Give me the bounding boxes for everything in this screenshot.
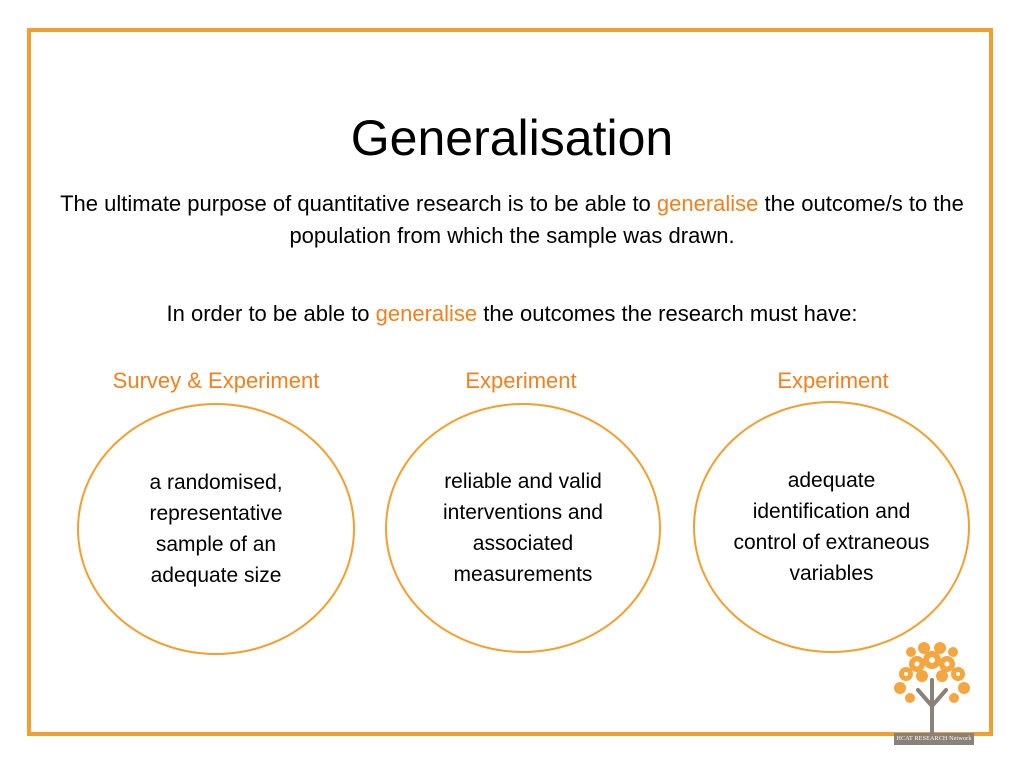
intro-highlight: generalise <box>656 191 759 216</box>
requirements-highlight: generalise <box>375 301 478 326</box>
requirements-text-start: In order to be able to <box>166 301 376 326</box>
intro-paragraph: The ultimate purpose of quantitative res… <box>60 188 964 252</box>
intro-text-start: The ultimate purpose of quantitative res… <box>60 191 657 216</box>
column-heading-1: Survey & Experiment <box>112 368 320 393</box>
tree-logo-icon <box>894 642 970 739</box>
slide-frame <box>27 28 993 736</box>
requirement-oval-3: adequate identification and control of e… <box>693 401 970 653</box>
requirement-text-3: adequate identification and control of e… <box>733 469 930 585</box>
column-heading-3: Experiment <box>777 368 889 393</box>
slide-title: Generalisation <box>350 110 674 166</box>
requirement-text-2: reliable and valid interventions and ass… <box>443 470 603 586</box>
column-heading-2: Experiment <box>465 368 577 393</box>
logo-caption: HCAT RESEARCH Network <box>894 733 974 745</box>
requirement-oval-1: a randomised, representative sample of a… <box>77 403 355 655</box>
requirement-text-1: a randomised, representative sample of a… <box>149 471 283 587</box>
intro-text-end: the outcome/s to the population from whi… <box>289 191 964 248</box>
requirements-text-end: the outcomes the research must have: <box>477 301 858 326</box>
requirements-paragraph: In order to be able to generalise the ou… <box>60 298 964 330</box>
requirement-oval-2: reliable and valid interventions and ass… <box>385 403 661 653</box>
